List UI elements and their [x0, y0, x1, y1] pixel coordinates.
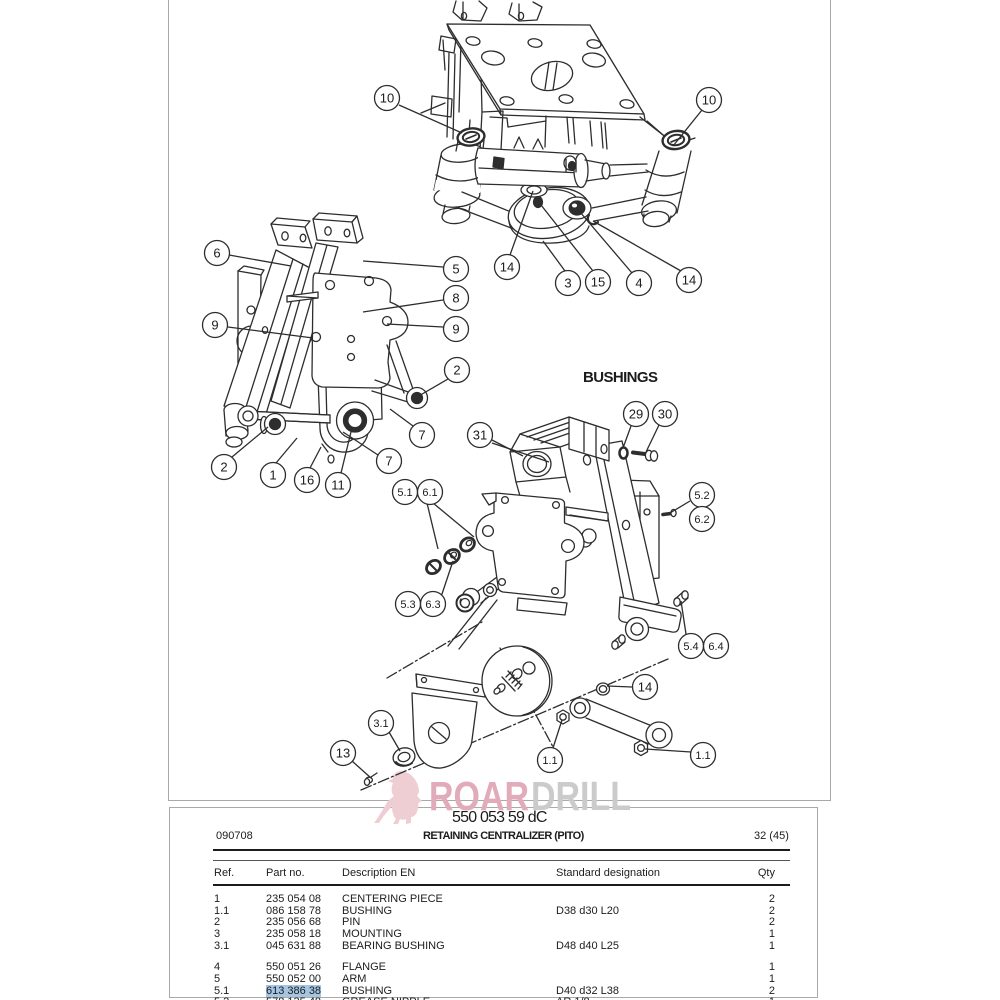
- svg-text:13: 13: [336, 746, 350, 761]
- svg-text:14: 14: [500, 260, 514, 275]
- svg-text:30: 30: [658, 407, 672, 422]
- svg-text:ROAR: ROAR: [429, 773, 529, 819]
- svg-text:6.2: 6.2: [694, 514, 709, 526]
- svg-text:5.2: 5.2: [694, 490, 709, 502]
- svg-text:1: 1: [269, 468, 276, 483]
- svg-text:5.1: 5.1: [397, 487, 412, 499]
- svg-text:1.1: 1.1: [695, 750, 710, 762]
- svg-text:4: 4: [635, 276, 642, 291]
- svg-text:11: 11: [331, 478, 345, 493]
- svg-text:DRILL: DRILL: [531, 773, 631, 819]
- svg-text:2: 2: [220, 460, 227, 475]
- svg-text:BUSHINGS: BUSHINGS: [583, 369, 658, 386]
- svg-text:1.1: 1.1: [542, 755, 557, 767]
- svg-text:5.4: 5.4: [683, 641, 698, 653]
- svg-text:31: 31: [473, 428, 487, 443]
- svg-text:6.1: 6.1: [422, 487, 437, 499]
- svg-text:14: 14: [638, 680, 652, 695]
- svg-text:5.3: 5.3: [400, 599, 415, 611]
- svg-text:7: 7: [385, 454, 392, 469]
- svg-text:3.1: 3.1: [373, 718, 388, 730]
- svg-text:14: 14: [682, 273, 696, 288]
- svg-text:10: 10: [702, 93, 716, 108]
- svg-text:15: 15: [591, 275, 605, 290]
- svg-text:10: 10: [380, 91, 394, 106]
- svg-text:6.3: 6.3: [425, 599, 440, 611]
- svg-text:6.4: 6.4: [708, 641, 723, 653]
- svg-text:9: 9: [211, 318, 218, 333]
- svg-text:7: 7: [418, 428, 425, 443]
- svg-text:3: 3: [564, 276, 571, 291]
- svg-text:9: 9: [452, 322, 459, 337]
- svg-text:5: 5: [452, 262, 459, 277]
- svg-text:29: 29: [629, 407, 643, 422]
- svg-text:16: 16: [300, 473, 314, 488]
- svg-text:2: 2: [453, 363, 460, 378]
- svg-text:6: 6: [213, 246, 220, 261]
- svg-text:8: 8: [452, 291, 459, 306]
